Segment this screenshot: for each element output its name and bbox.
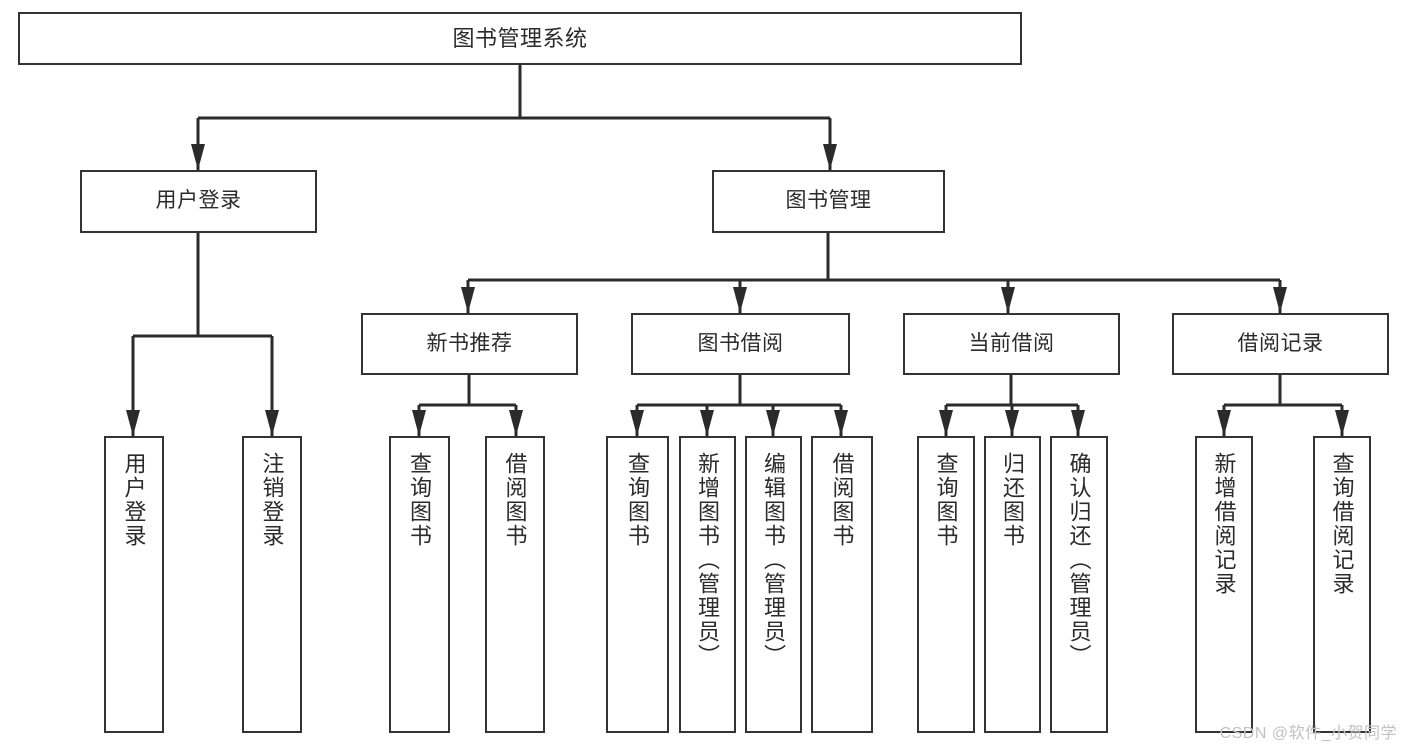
- node-label: 查询图书: [933, 452, 959, 548]
- node-bw-lend: 借阅图书: [811, 436, 873, 733]
- arrowhead-icon: [700, 410, 714, 436]
- arrowhead-icon: [1005, 410, 1019, 436]
- arrowhead-icon: [1335, 410, 1349, 436]
- node-label: 借阅图书: [829, 452, 855, 548]
- node-label: 借阅图书: [502, 452, 528, 548]
- node-label: 新书推荐: [426, 331, 513, 355]
- arrowhead-icon: [733, 287, 747, 313]
- node-nb-borrow: 借阅图书: [485, 436, 545, 733]
- arrowhead-icon: [766, 410, 780, 436]
- arrowhead-icon: [630, 410, 644, 436]
- node-label: 编辑图书（管理员）: [761, 452, 787, 668]
- csdn-watermark: CSDN @软件_小贺同学: [1219, 725, 1397, 742]
- node-label: 用户登录: [121, 452, 147, 548]
- arrowhead-icon: [191, 144, 205, 170]
- node-label: 当前借阅: [968, 331, 1055, 355]
- arrowhead-icon: [834, 410, 848, 436]
- node-label: 借阅记录: [1237, 331, 1324, 355]
- node-bw-edit: 编辑图书（管理员）: [745, 436, 802, 733]
- arrowhead-icon: [1273, 287, 1287, 313]
- node-userlogout: 注销登录: [242, 436, 302, 733]
- node-login: 用户登录: [80, 170, 317, 233]
- node-borrow: 图书借阅: [631, 313, 850, 375]
- arrowhead-icon: [1001, 287, 1015, 313]
- node-newbook: 新书推荐: [361, 313, 578, 375]
- node-label: 注销登录: [259, 452, 285, 548]
- node-label: 图书借阅: [697, 331, 784, 355]
- arrowhead-icon: [823, 144, 837, 170]
- arrowhead-icon: [461, 287, 475, 313]
- arrowhead-icon: [939, 410, 953, 436]
- node-rc-add: 新增借阅记录: [1195, 436, 1253, 733]
- node-nb-query: 查询图书: [389, 436, 450, 733]
- node-bookmgmt: 图书管理: [712, 170, 945, 233]
- node-cb-query: 查询图书: [917, 436, 975, 733]
- node-label: 图书管理系统: [452, 25, 588, 51]
- arrowhead-icon: [509, 410, 523, 436]
- node-rc-query: 查询借阅记录: [1313, 436, 1371, 733]
- node-label: 查询图书: [625, 452, 651, 548]
- node-bw-add: 新增图书（管理员）: [679, 436, 736, 733]
- arrowhead-icon: [1071, 410, 1085, 436]
- node-label: 新增图书（管理员）: [695, 452, 721, 668]
- node-cb-return: 归还图书: [984, 436, 1041, 733]
- node-cb-confirm: 确认归还（管理员）: [1050, 436, 1108, 733]
- node-label: 用户登录: [155, 189, 242, 213]
- node-root: 图书管理系统: [18, 12, 1022, 65]
- arrowhead-icon: [265, 410, 279, 436]
- node-label: 新增借阅记录: [1211, 452, 1237, 596]
- node-label: 归还图书: [1000, 452, 1026, 548]
- node-label: 图书管理: [785, 189, 872, 213]
- node-records: 借阅记录: [1172, 313, 1389, 375]
- node-userlogin: 用户登录: [104, 436, 164, 733]
- node-label: 查询图书: [407, 452, 433, 548]
- node-label: 确认归还（管理员）: [1066, 452, 1092, 668]
- node-current: 当前借阅: [903, 313, 1120, 375]
- node-bw-query: 查询图书: [606, 436, 669, 733]
- arrowhead-icon: [1217, 410, 1231, 436]
- arrowhead-icon: [412, 410, 426, 436]
- node-label: 查询借阅记录: [1329, 452, 1355, 596]
- arrowhead-icon: [126, 410, 140, 436]
